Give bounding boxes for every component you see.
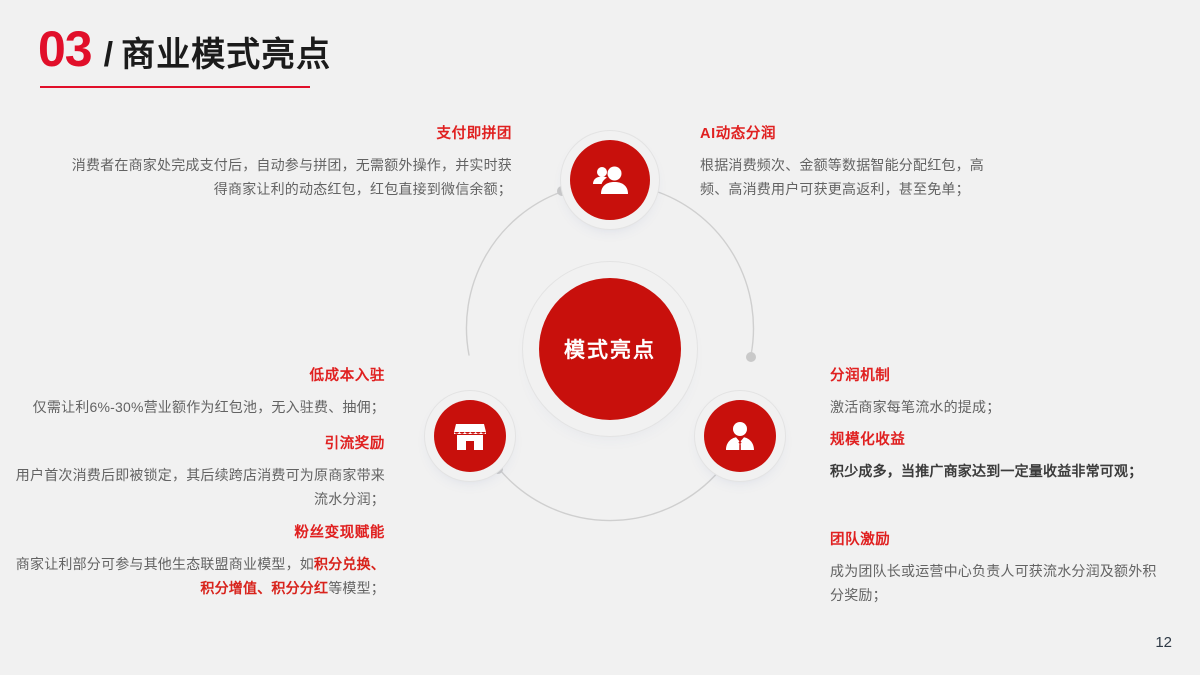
diagram-node-shop[interactable] <box>434 400 506 472</box>
block-body-emphasis: 积分兑换、积分增值、积分分红 <box>200 556 385 596</box>
block-heading: 低成本入驻 <box>309 368 385 384</box>
block-heading: 分润机制 <box>830 368 891 384</box>
title-separator: / <box>103 36 114 74</box>
arc-top-to-right <box>657 191 755 356</box>
block-heading: 支付即拼团 <box>436 126 512 142</box>
block-profit-mechanism: 分润机制 激活商家每笔流水的提成； <box>830 364 1170 420</box>
users-icon <box>593 166 628 194</box>
page-title: 03 / 商业模式亮点 <box>38 24 331 74</box>
block-body: 用户首次消费后即被锁定，其后续跨店消费可为原商家带来流水分润； <box>15 467 385 507</box>
block-scaled-revenue: 规模化收益 积少成多，当推广商家达到一定量收益非常可观； <box>830 428 1160 484</box>
page-number: 12 <box>1155 634 1172 651</box>
block-body: 仅需让利6%-30%营业额作为红包池，无入驻费、抽佣； <box>32 399 385 415</box>
block-body-prefix: 商家让利部分可参与其他生态联盟商业模型，如 <box>15 556 314 572</box>
block-body: 消费者在商家处完成支付后，自动参与拼团，无需额外操作，并实时获得商家让利的动态红… <box>71 157 512 197</box>
arc-dot-top <box>557 186 567 196</box>
block-team-incentive: 团队激励 成为团队长或运营中心负责人可获流水分润及额外积分奖励； <box>830 528 1160 607</box>
arc-dot-right <box>746 352 756 362</box>
block-heading: 规模化收益 <box>830 432 906 448</box>
block-body: 激活商家每笔流水的提成； <box>830 399 1001 415</box>
block-body: 积少成多，当推广商家达到一定量收益非常可观； <box>830 463 1143 479</box>
block-heading: 团队激励 <box>830 532 891 548</box>
title-underline <box>40 86 310 88</box>
block-traffic-reward: 引流奖励 用户首次消费后即被锁定，其后续跨店消费可为原商家带来流水分润； <box>10 432 385 511</box>
arc-dot-bottom <box>493 464 503 474</box>
diagram-center-label: 模式亮点 <box>564 339 656 362</box>
block-low-cost-entry: 低成本入驻 仅需让利6%-30%营业额作为红包池，无入驻费、抽佣； <box>10 364 385 420</box>
block-body: 商家让利部分可参与其他生态联盟商业模型，如积分兑换、积分增值、积分分红等模型； <box>10 553 385 600</box>
block-heading: 引流奖励 <box>324 436 385 452</box>
section-number: 03 <box>38 21 93 77</box>
block-heading: AI动态分润 <box>700 126 777 142</box>
block-body: 成为团队长或运营中心负责人可获流水分润及额外积分奖励； <box>830 563 1157 603</box>
model-highlights-diagram: 模式亮点 <box>410 110 810 530</box>
block-fan-monetization: 粉丝变现赋能 商家让利部分可参与其他生态联盟商业模型，如积分兑换、积分增值、积分… <box>10 521 385 600</box>
shop-icon <box>454 424 486 450</box>
arc-right-to-left <box>499 469 721 522</box>
business-person-icon <box>726 422 754 451</box>
block-body: 根据消费频次、金额等数据智能分配红包，高频、高消费用户可获更高返利，甚至免单； <box>700 157 984 197</box>
block-body-suffix: 等模型； <box>328 579 385 596</box>
block-pay-group-buy: 支付即拼团 消费者在商家处完成支付后，自动参与拼团，无需额外操作，并实时获得商家… <box>60 122 512 201</box>
diagram-arcs <box>465 186 756 522</box>
diagram-node-business-person[interactable] <box>704 400 776 472</box>
diagram-center-node[interactable]: 模式亮点 <box>539 278 681 420</box>
arc-left-to-top <box>465 191 562 356</box>
diagram-node-users[interactable] <box>570 140 650 220</box>
block-heading: 粉丝变现赋能 <box>294 525 385 541</box>
block-ai-dynamic-profit: AI动态分润 根据消费频次、金额等数据智能分配红包，高频、高消费用户可获更高返利… <box>700 122 1010 201</box>
section-title: 商业模式亮点 <box>121 36 332 74</box>
